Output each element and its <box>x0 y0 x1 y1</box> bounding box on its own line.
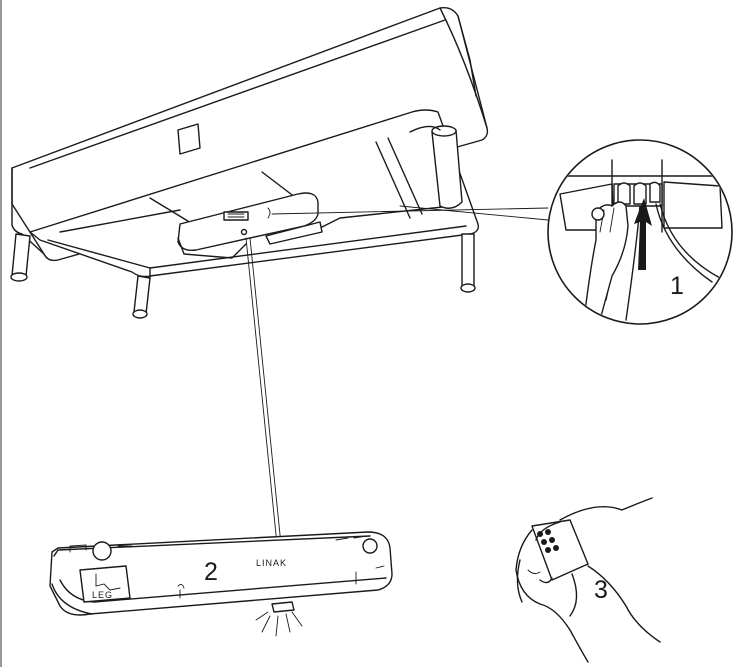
step-1-number: 1 <box>670 272 684 300</box>
motor-housing <box>177 192 323 259</box>
callout-line-control <box>245 237 283 595</box>
brand-label: LINAK <box>256 558 287 568</box>
bed-legs <box>10 233 476 319</box>
step-2-number: 2 <box>204 558 218 586</box>
leg-label: LEG <box>92 590 113 600</box>
remote-hands: 3 <box>515 497 661 663</box>
zoom-circle: 1 <box>547 139 733 325</box>
callout-line-zoom <box>271 207 549 215</box>
control-box: LEG LINAK 2 <box>49 531 393 637</box>
bed-frame <box>11 6 489 279</box>
step-3-number: 3 <box>594 576 608 604</box>
